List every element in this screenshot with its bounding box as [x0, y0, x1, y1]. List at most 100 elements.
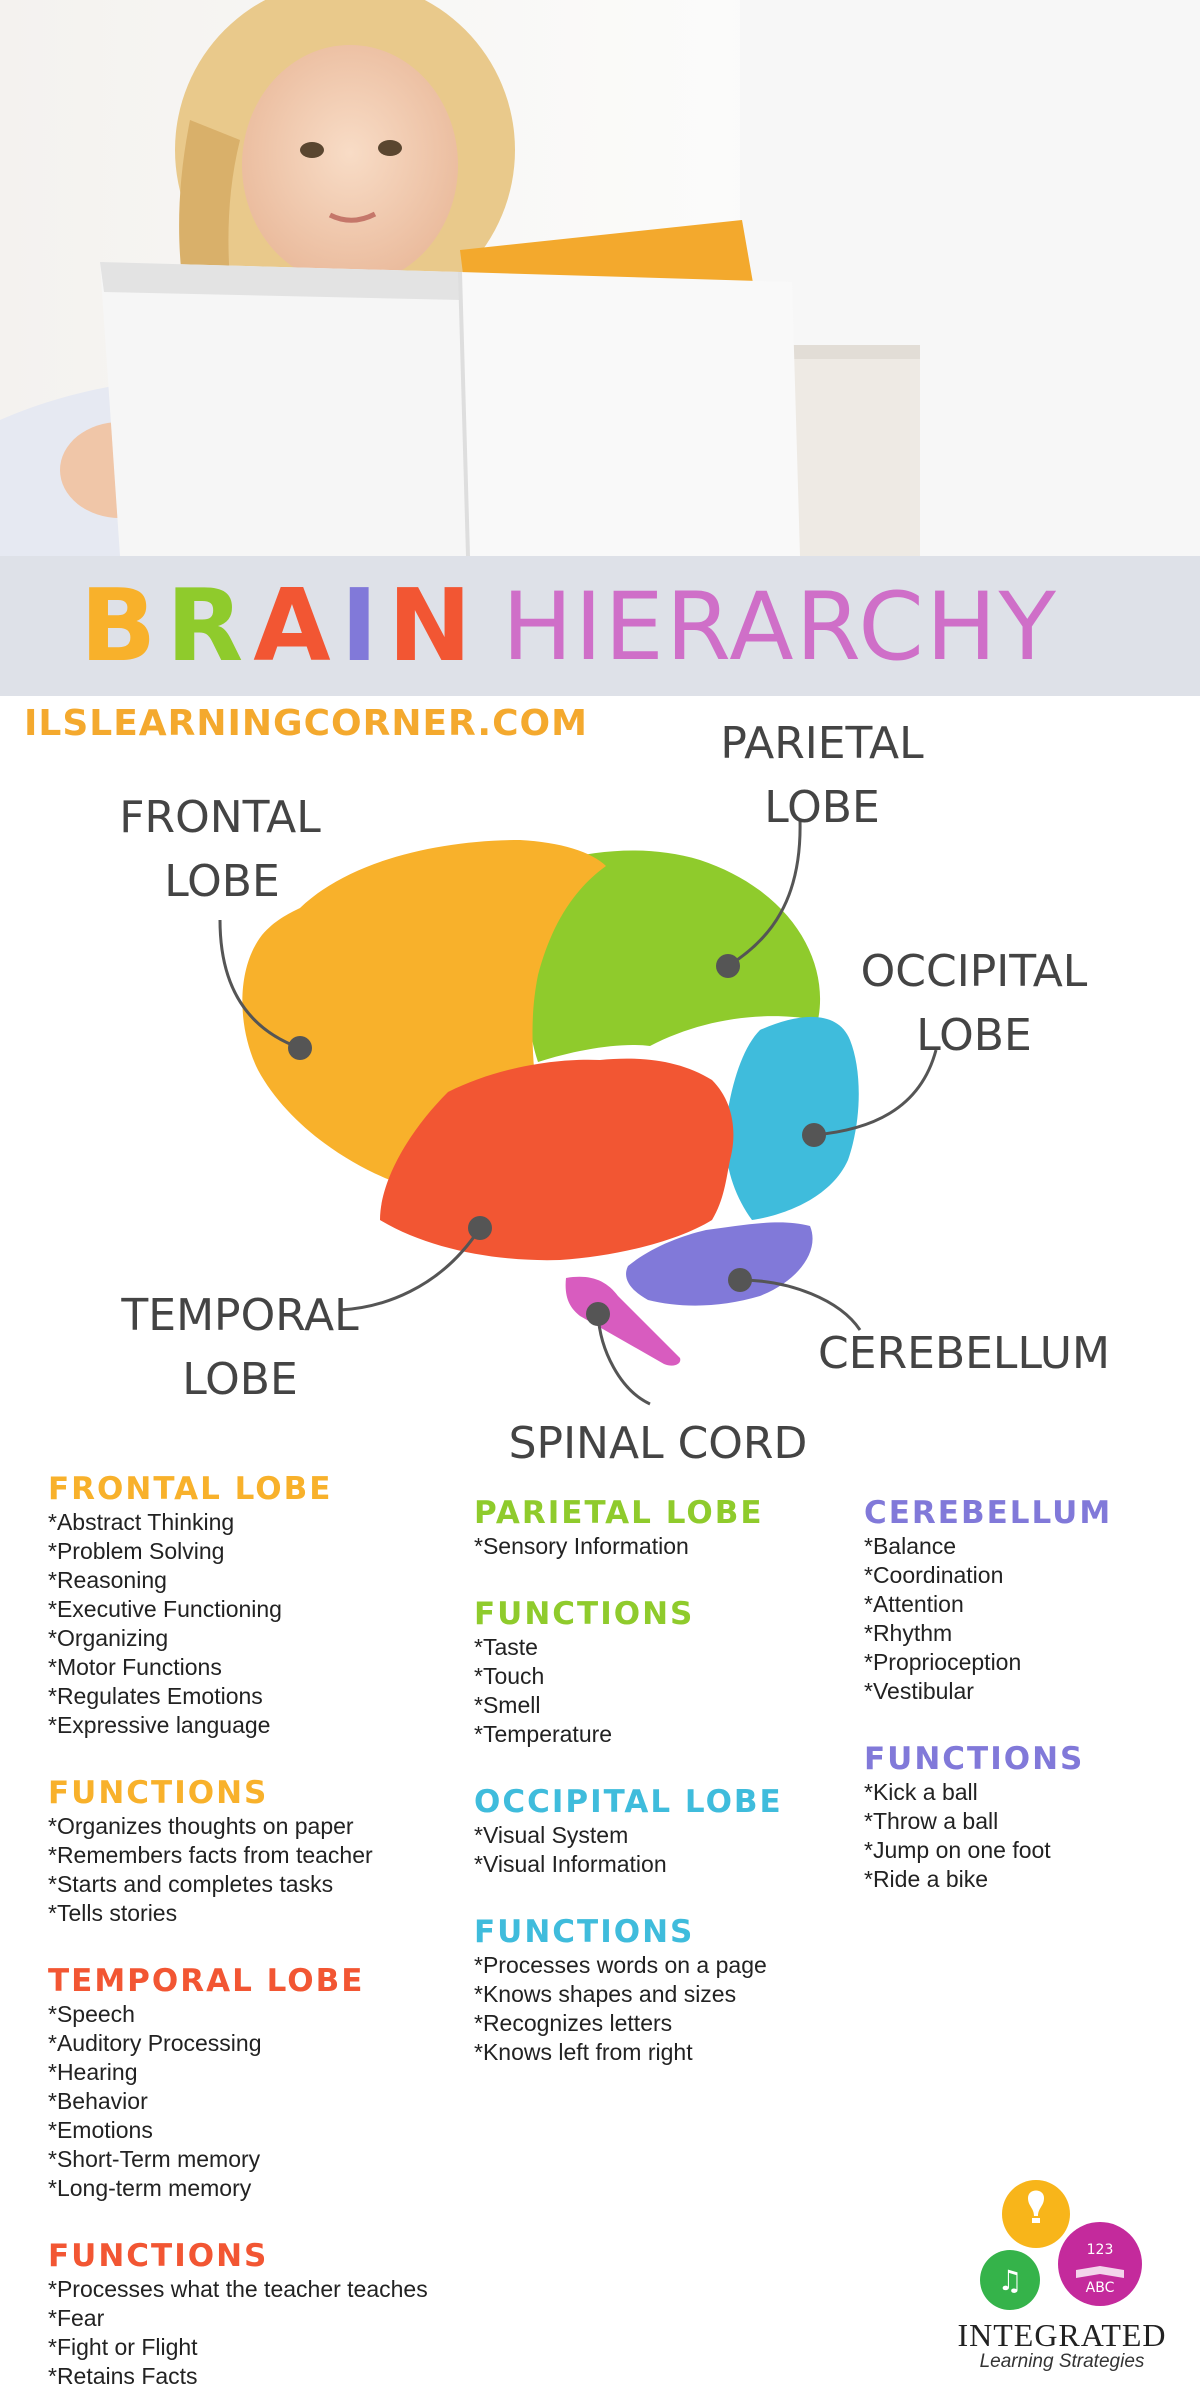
list-item: *Fight or Flight [48, 2334, 198, 2360]
site-url: ILSLEARNINGCORNER.COM [24, 703, 588, 744]
list-item: *Touch [474, 1663, 545, 1689]
cerebellum-functions-list: *Kick a ball *Throw a ball *Jump on one … [864, 1778, 1184, 1894]
music-icon [980, 2250, 1040, 2310]
spinal-cord-region [565, 1276, 681, 1366]
list-item: *Proprioception [864, 1649, 1022, 1675]
label-temporal-1: TEMPORAL [120, 1290, 359, 1341]
title-letter: B [80, 567, 167, 684]
list-item: *Problem Solving [48, 1538, 225, 1564]
label-occipital-2: LOBE [916, 1010, 1032, 1061]
list-item: *Reasoning [48, 1567, 167, 1593]
title-brain: BRAIN [80, 574, 482, 678]
list-item: *Motor Functions [48, 1654, 222, 1680]
logo-letters: ABC [1086, 2280, 1115, 2296]
frontal-heading: FRONTAL LOBE [48, 1471, 333, 1507]
frontal-functions-list: *Organizes thoughts on paper *Remembers … [48, 1812, 478, 1928]
hero-photo [0, 0, 1200, 556]
title-letter: N [387, 567, 482, 684]
label-cerebellum: CEREBELLUM [818, 1328, 1110, 1379]
list-item: *Organizing [48, 1625, 169, 1651]
list-item: *Expressive language [48, 1712, 271, 1738]
list-item: *Visual Information [474, 1851, 667, 1877]
list-item: *Balance [864, 1533, 957, 1559]
title-letter: I [340, 567, 388, 684]
list-item: *Smell [474, 1692, 541, 1718]
list-item: *Hearing [48, 2059, 138, 2085]
occipital-region [725, 1016, 859, 1220]
temporal-region [380, 1058, 734, 1261]
list-item: *Fear [48, 2305, 105, 2331]
column-middle: PARIETAL LOBE *Sensory Information FUNCT… [474, 1494, 874, 2101]
temporal-functions-list: *Processes what the teacher teaches *Fea… [48, 2275, 478, 2391]
occipital-heading: OCCIPITAL LOBE [474, 1784, 783, 1820]
frontal-functions-heading: FUNCTIONS [48, 1775, 269, 1811]
label-parietal-2: LOBE [764, 782, 880, 833]
list-item: *Sensory Information [474, 1533, 689, 1559]
title-hierarchy: HIERARCHY [502, 573, 1058, 682]
list-item: *Processes words on a page [474, 1952, 767, 1978]
temporal-functions-heading: FUNCTIONS [48, 2238, 269, 2274]
list-item: *Regulates Emotions [48, 1683, 263, 1709]
list-item: *Long-term memory [48, 2175, 252, 2201]
cerebellum-functions-heading: FUNCTIONS [864, 1741, 1085, 1777]
cerebellum-list: *Balance *Coordination *Attention *Rhyth… [864, 1532, 1184, 1706]
occipital-functions-heading: FUNCTIONS [474, 1914, 695, 1950]
list-item: *Auditory Processing [48, 2030, 262, 2056]
list-item: *Tells stories [48, 1900, 178, 1926]
label-temporal-2: LOBE [182, 1354, 298, 1405]
svg-text:♫: ♫ [997, 2264, 1022, 2297]
list-item: *Taste [474, 1634, 538, 1660]
list-item: *Abstract Thinking [48, 1509, 235, 1535]
integrated-logo: ♫ 123 ABC [980, 2180, 1142, 2310]
label-frontal-2: LOBE [164, 856, 280, 907]
list-item: *Rhythm [864, 1620, 953, 1646]
temporal-list: *Speech *Auditory Processing *Hearing *B… [48, 2000, 478, 2203]
parietal-list: *Sensory Information [474, 1532, 874, 1561]
logo-name: INTEGRATED [957, 2317, 1167, 2353]
list-item: *Short-Term memory [48, 2146, 261, 2172]
list-item: *Attention [864, 1591, 964, 1617]
list-item: *Knows shapes and sizes [474, 1981, 737, 2007]
book-icon [1058, 2222, 1142, 2306]
column-right: CEREBELLUM *Balance *Coordination *Atten… [864, 1494, 1184, 1928]
list-item: *Starts and completes tasks [48, 1871, 334, 1897]
parietal-heading: PARIETAL LOBE [474, 1495, 764, 1531]
list-item: *Emotions [48, 2117, 153, 2143]
list-item: *Visual System [474, 1822, 629, 1848]
frontal-list: *Abstract Thinking *Problem Solving *Rea… [48, 1508, 478, 1740]
list-item: *Executive Functioning [48, 1596, 282, 1622]
list-item: *Recognizes letters [474, 2010, 673, 2036]
list-item: *Ride a bike [864, 1866, 989, 1892]
logo-tagline: Learning Strategies [979, 2351, 1145, 2372]
list-item: *Kick a ball [864, 1779, 978, 1805]
list-item: *Retains Facts [48, 2363, 198, 2389]
brain-diagram: FRONTAL LOBE PARIETAL LOBE OCCIPITAL LOB… [119, 718, 1110, 1469]
parietal-region [528, 850, 821, 1062]
list-item: *Vestibular [864, 1678, 974, 1704]
column-left: FRONTAL LOBE *Abstract Thinking *Problem… [48, 1470, 478, 2400]
label-parietal-1: PARIETAL [720, 718, 924, 769]
parietal-functions-heading: FUNCTIONS [474, 1596, 695, 1632]
label-occipital-1: OCCIPITAL [861, 946, 1088, 997]
list-item: *Speech [48, 2001, 135, 2027]
list-item: *Throw a ball [864, 1808, 999, 1834]
list-item: *Knows left from right [474, 2039, 693, 2065]
list-item: *Remembers facts from teacher [48, 1842, 373, 1868]
label-spinal-cord: SPINAL CORD [509, 1418, 808, 1469]
list-item: *Jump on one foot [864, 1837, 1051, 1863]
title-band: BRAIN HIERARCHY [0, 556, 1200, 696]
title-letter: R [166, 567, 254, 684]
list-item: *Temperature [474, 1721, 613, 1747]
temporal-heading: TEMPORAL LOBE [48, 1963, 365, 1999]
logo-numbers: 123 [1087, 2242, 1114, 2258]
list-item: *Coordination [864, 1562, 1004, 1588]
parietal-functions-list: *Taste *Touch *Smell *Temperature [474, 1633, 874, 1749]
cerebellum-heading: CEREBELLUM [864, 1495, 1113, 1531]
list-item: *Processes what the teacher teaches [48, 2276, 428, 2302]
label-frontal-1: FRONTAL [119, 792, 321, 843]
occipital-functions-list: *Processes words on a page *Knows shapes… [474, 1951, 874, 2067]
cerebellum-region [626, 1222, 813, 1306]
list-item: *Organizes thoughts on paper [48, 1813, 354, 1839]
title-letter: A [253, 567, 341, 684]
